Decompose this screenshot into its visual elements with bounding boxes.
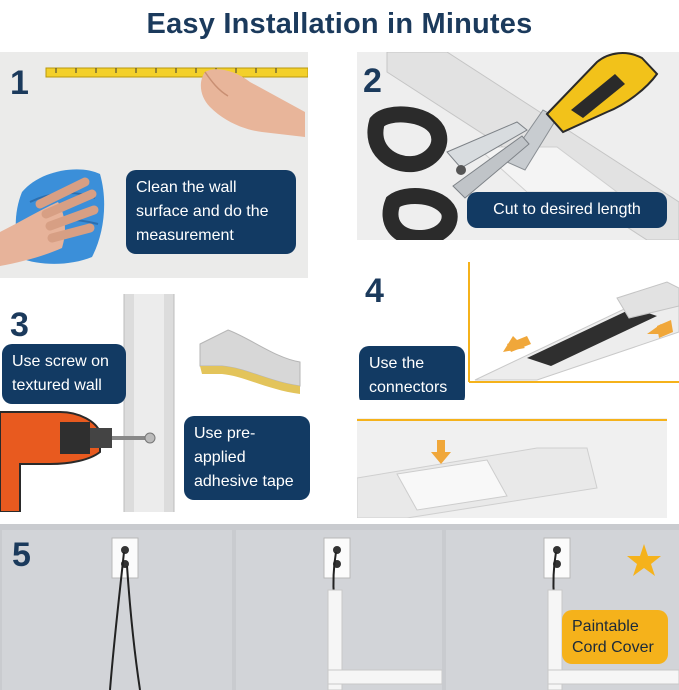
step-1-panel: 1 Clean the wall surface and do the meas…: [0, 52, 308, 278]
step-5-after: Paintable Cord Cover: [446, 530, 679, 690]
step-5-before: 5: [2, 530, 232, 690]
page-title: Easy Installation in Minutes: [146, 8, 533, 40]
step-4-connectors-panel: 4 Use the connectors: [357, 262, 679, 400]
step-4-joint-illustration: [357, 419, 667, 518]
step-1-label: Clean the wall surface and do the measur…: [126, 170, 296, 254]
step-2-panel: 2 Cut to desired length: [357, 52, 679, 240]
step-5-before-illustration: [109, 537, 141, 690]
step-3-label-tape: Use pre-applied adhesive tape: [184, 416, 310, 500]
step-5-panel: 5 Paintable Cord Cover: [0, 524, 679, 690]
step-2-number: 2: [363, 62, 382, 100]
step-5-middle: [236, 530, 442, 690]
step-3-label-screw: Use screw on textured wall: [2, 344, 126, 404]
paintable-badge: Paintable Cord Cover: [562, 610, 668, 664]
step-4-number: 4: [365, 272, 384, 310]
step-3-illustration: [0, 294, 301, 512]
step-2-label: Cut to desired length: [467, 192, 667, 228]
step-4-label: Use the connectors: [359, 346, 465, 400]
star-icon: [627, 544, 661, 576]
step-5-number: 5: [12, 536, 31, 574]
step-1-illustration: [0, 67, 308, 266]
step-1-number: 1: [10, 64, 29, 102]
step-5-middle-illustration: [323, 537, 442, 690]
step-4-joint-panel: [357, 418, 667, 518]
step-3-number: 3: [10, 306, 29, 344]
step-3-panel: 3 Use screw on textured wall Use pre-app…: [0, 282, 318, 512]
step-4-connector-illustration: [468, 262, 679, 383]
